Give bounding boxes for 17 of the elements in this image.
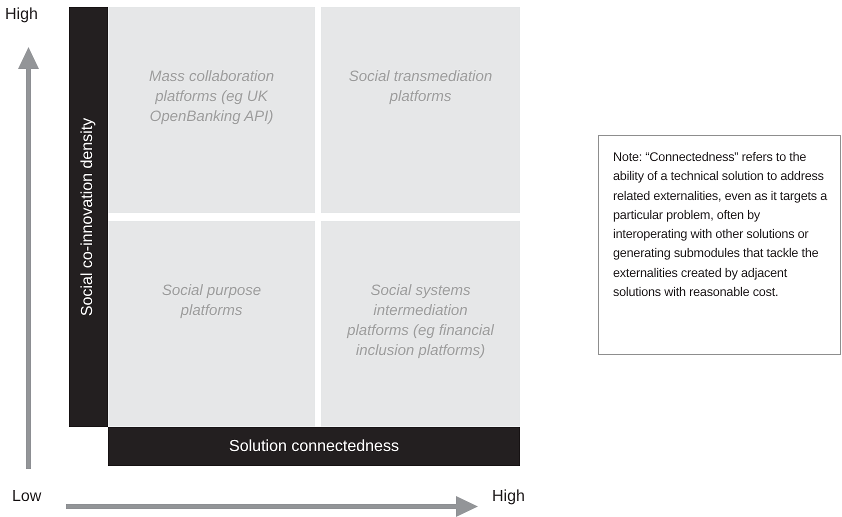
quadrant-label: Social systems intermediation platforms (eg financial inclusion platforms)	[346, 281, 496, 361]
axis-end-label: Low	[12, 488, 42, 506]
quadrant-box	[108, 7, 315, 213]
quadrant-label: Social transmediation platforms	[348, 67, 494, 107]
axis-title-bar	[69, 7, 108, 427]
axis-title: Solution connectedness	[229, 438, 399, 456]
axis-end-label: High	[492, 488, 525, 506]
quadrant-box	[321, 221, 520, 427]
quadrant-box	[108, 221, 315, 427]
axis-title-bar	[108, 427, 520, 466]
note-box	[598, 135, 841, 355]
axis-end-label: High	[5, 6, 38, 24]
note-text: Note: “Connectedness” refers to the ability of a technical solution to address related externalities, even as it targets a particular problem, often by interoperating with other solutions or generating submodules that tackle the externalities created by adjacent solutions with reasonable cost.	[613, 149, 828, 302]
axis-title: Social co-innovation density	[80, 118, 98, 316]
quadrant-label: Mass collaboration platforms (eg UK OpenBanking API)	[148, 67, 276, 127]
quadrant-box	[321, 7, 520, 213]
quadrant-label: Social purpose platforms	[160, 281, 262, 321]
